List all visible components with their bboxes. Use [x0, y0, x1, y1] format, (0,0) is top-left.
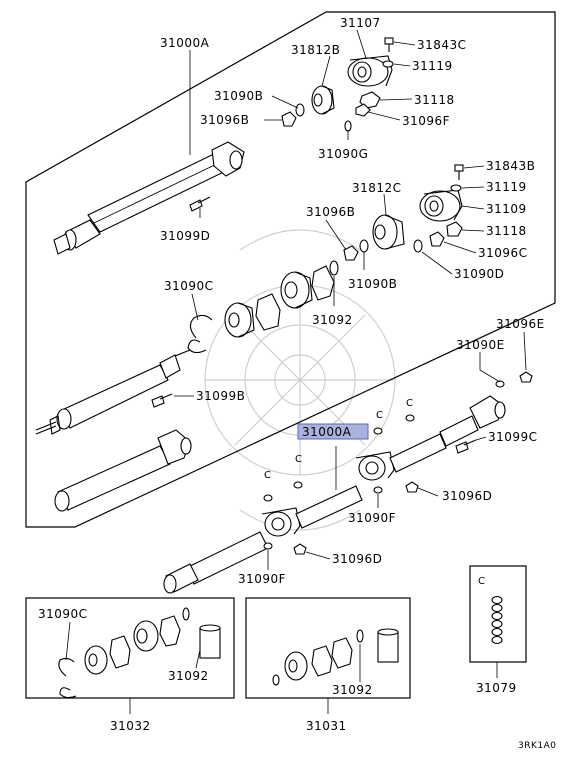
label-31092-c[interactable]: 31092: [332, 683, 373, 697]
label-31090E[interactable]: 31090E: [456, 338, 505, 352]
label-31096D-b[interactable]: 31096D: [332, 552, 382, 566]
label-31096B-a[interactable]: 31096B: [200, 113, 249, 127]
label-31032[interactable]: 31032: [110, 719, 151, 733]
flange-31812B: [281, 85, 352, 132]
kit-31079-parts: [491, 595, 503, 645]
label-31090F-b[interactable]: 31090F: [238, 572, 286, 586]
diagram-code: 3RK1A0: [518, 741, 557, 751]
label-31843C[interactable]: 31843C: [417, 38, 467, 52]
label-31096E[interactable]: 31096E: [496, 317, 545, 331]
label-31031[interactable]: 31031: [306, 719, 347, 733]
label-c-2: C: [406, 398, 413, 409]
label-31109[interactable]: 31109: [486, 202, 527, 216]
label-31090C-a[interactable]: 31090C: [164, 279, 214, 293]
label-31090B-b[interactable]: 31090B: [348, 277, 397, 291]
upper-shaft: [53, 141, 245, 255]
label-31099D[interactable]: 31099D: [160, 229, 210, 243]
label-31118-b[interactable]: 31118: [486, 224, 527, 238]
middle-shaft: [35, 349, 191, 435]
label-31090B-a[interactable]: 31090B: [214, 89, 263, 103]
label-31096D-a[interactable]: 31096D: [442, 489, 492, 503]
label-31090D[interactable]: 31090D: [454, 267, 504, 281]
label-31092-a[interactable]: 31092: [312, 313, 353, 327]
label-c-5: C: [478, 576, 485, 587]
label-31812C[interactable]: 31812C: [352, 181, 402, 195]
label-31090G[interactable]: 31090G: [318, 147, 368, 161]
assembly-frame: [25, 11, 556, 528]
kit-31031-parts: [272, 628, 399, 686]
flange-31812C: [343, 214, 445, 261]
cv-joint-upper: [187, 260, 339, 354]
label-31092-b[interactable]: 31092: [168, 669, 209, 683]
label-31096B-b[interactable]: 31096B: [306, 205, 355, 219]
lower-shaft: [163, 371, 533, 594]
kit-31079-box: [469, 565, 527, 663]
label-31090F-a[interactable]: 31090F: [348, 511, 396, 525]
highlighted-label-bg: [297, 423, 369, 440]
label-31812B[interactable]: 31812B: [291, 43, 340, 57]
label-31843B[interactable]: 31843B: [486, 159, 535, 173]
label-c-1: C: [376, 410, 383, 421]
label-31119-b[interactable]: 31119: [486, 180, 527, 194]
label-31000A-top[interactable]: 31000A: [160, 36, 210, 50]
label-31099C[interactable]: 31099C: [488, 430, 538, 444]
kit-31032-parts: [58, 607, 221, 699]
label-31099B[interactable]: 31099B: [196, 389, 245, 403]
lower-frame-shaft: [54, 429, 192, 512]
label-31096F[interactable]: 31096F: [402, 114, 450, 128]
center-bearing-31109: [419, 164, 464, 237]
label-31119-a[interactable]: 31119: [412, 59, 453, 73]
label-31107[interactable]: 31107: [340, 16, 381, 30]
part-labels[interactable]: 31000A 31107 31812B 31843C 31119 31090B …: [38, 16, 557, 751]
label-31090C-b[interactable]: 31090C: [38, 607, 88, 621]
center-bearing-31107: [347, 37, 394, 117]
label-c-3: C: [295, 454, 302, 465]
label-31118-a[interactable]: 31118: [414, 93, 455, 107]
label-c-4: C: [264, 470, 271, 481]
label-31000A-highlighted[interactable]: 31000A: [302, 425, 352, 439]
leader-lines: [65, 29, 527, 714]
label-31096C[interactable]: 31096C: [478, 246, 528, 260]
label-31079[interactable]: 31079: [476, 681, 517, 695]
